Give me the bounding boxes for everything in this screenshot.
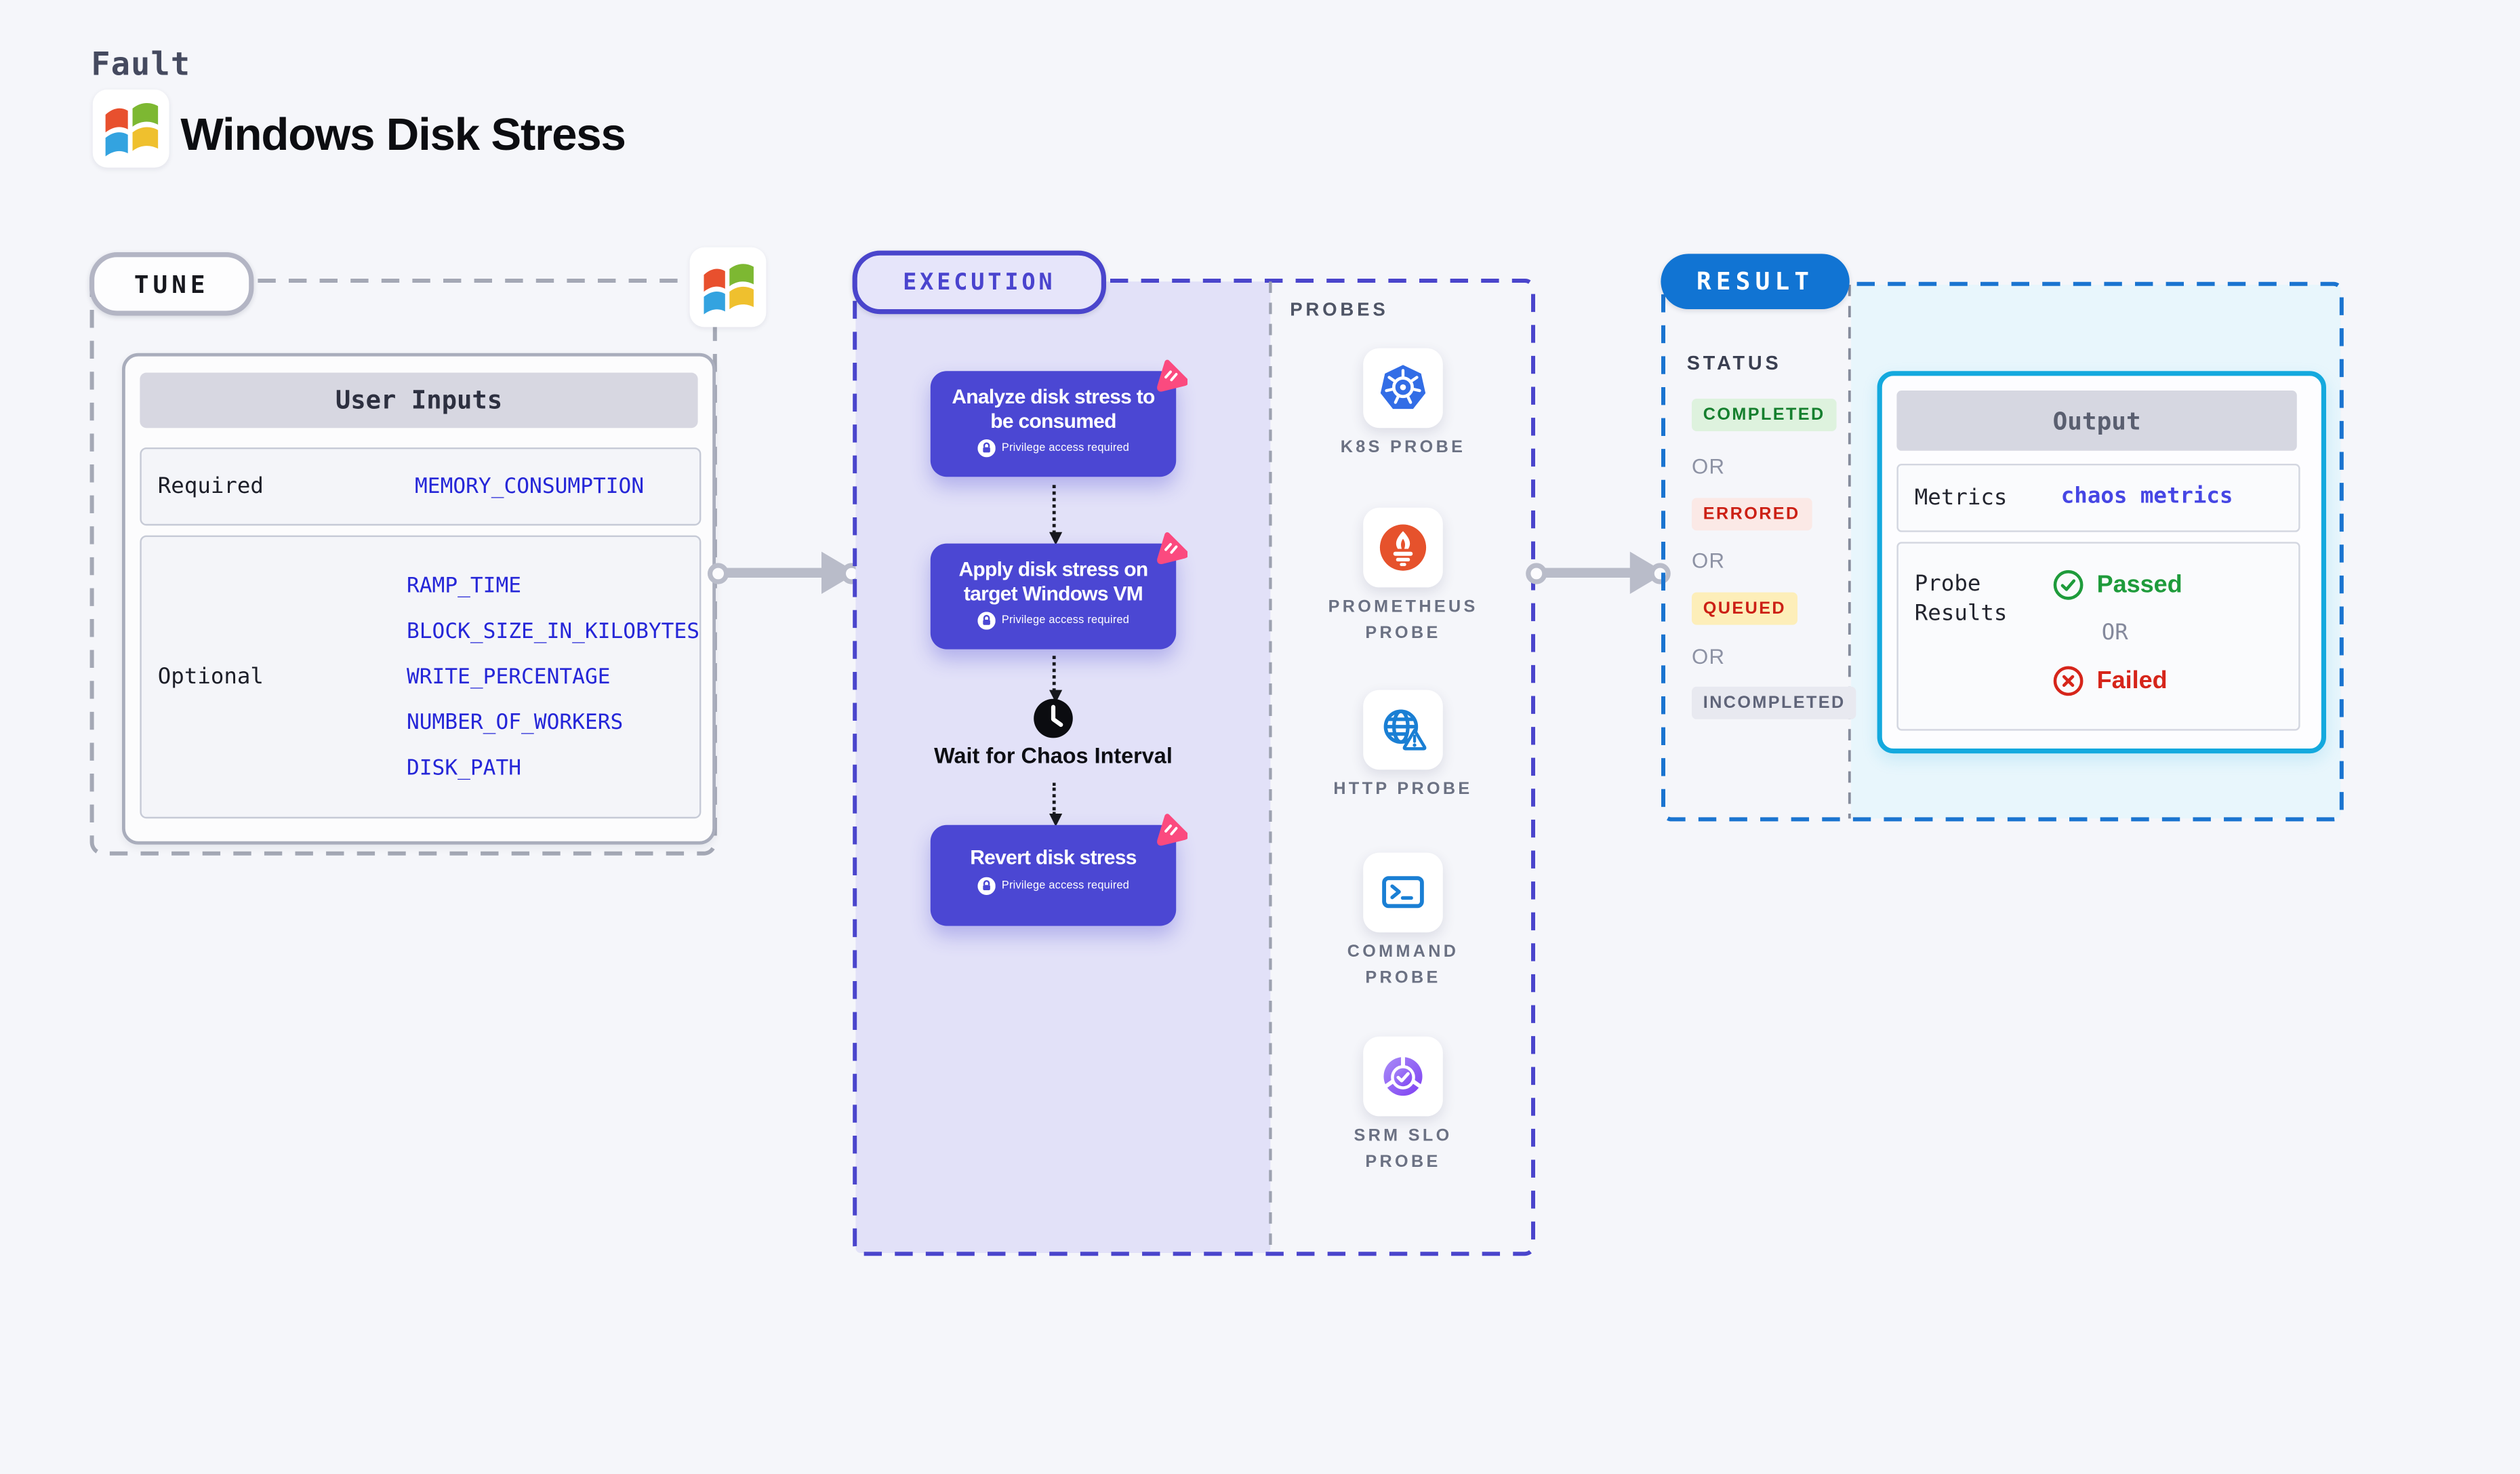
output-title: Output — [2052, 405, 2141, 435]
flow-arrow-down-icon — [1048, 656, 1062, 703]
chaos-icon — [1154, 812, 1187, 854]
result-badge: RESULT — [1661, 254, 1850, 310]
execution-to-result-arrow-icon — [1526, 551, 1671, 595]
probe-label: HTTP PROBE — [1333, 779, 1473, 799]
arrow-start-dot — [708, 562, 729, 584]
probe-http — [1363, 690, 1442, 770]
privilege-note: Privilege access required — [931, 876, 1176, 894]
step-title: Revert disk stress — [970, 846, 1137, 869]
srm-slo-icon — [1383, 1055, 1423, 1096]
status-or: OR — [1692, 644, 1726, 669]
status-or: OR — [1692, 454, 1726, 479]
step-wait-for-chaos-interval: Wait for Chaos Interval — [934, 743, 1173, 768]
command-terminal-icon — [1381, 875, 1424, 908]
required-label: Required — [157, 473, 264, 500]
probes-title: PROBES — [1290, 301, 1389, 321]
privilege-note: Privilege access required — [931, 612, 1176, 630]
page-title: Windows Disk Stress — [180, 108, 626, 160]
kubernetes-icon — [1380, 364, 1425, 409]
required-values: MEMORY_CONSUMPTION — [415, 449, 699, 523]
step-analyze-disk-stress: Analyze disk stress to be consumed Privi… — [930, 371, 1176, 477]
probe-label: SRM SLO PROBE — [1354, 1126, 1452, 1171]
user-inputs-table: User Inputs Required MEMORY_CONSUMPTION … — [122, 353, 716, 845]
input-variable: DISK_PATH — [406, 755, 522, 780]
optional-label: Optional — [157, 664, 264, 690]
probe-label: PROMETHEUS PROBE — [1328, 597, 1478, 642]
failed-label: Failed — [2096, 667, 2168, 695]
probe-label: K8S PROBE — [1340, 437, 1466, 458]
tune-badge-label: TUNE — [134, 269, 209, 299]
probe-k8s — [1363, 348, 1442, 428]
tune-badge: TUNE — [89, 252, 254, 316]
privilege-note: Privilege access required — [931, 439, 1176, 458]
privilege-note-text: Privilege access required — [1001, 879, 1130, 891]
input-variable: WRITE_PERCENTAGE — [406, 664, 611, 690]
input-variable: RAMP_TIME — [406, 574, 522, 599]
status-or: OR — [1692, 548, 1726, 573]
chaos-icon — [1154, 358, 1187, 400]
table-row-optional: Optional RAMP_TIME BLOCK_SIZE_IN_KILOBYT… — [140, 535, 702, 819]
privilege-note-text: Privilege access required — [1001, 442, 1130, 454]
probe-results-values: Passed OR Failed — [2053, 570, 2182, 696]
lock-icon — [977, 439, 996, 458]
flow-arrow-down-icon — [1048, 485, 1062, 546]
probe-label: COMMAND PROBE — [1347, 942, 1459, 987]
result-badge-label: RESULT — [1696, 266, 1814, 296]
check-circle-icon — [2053, 570, 2084, 600]
input-variable: BLOCK_SIZE_IN_KILOBYTES — [406, 619, 699, 644]
lock-icon — [977, 876, 996, 894]
prometheus-icon — [1379, 524, 1426, 571]
metrics-value: chaos metrics — [2060, 483, 2233, 510]
table-row-required: Required MEMORY_CONSUMPTION — [140, 447, 702, 526]
status-badge-queued: QUEUED — [1692, 592, 1797, 625]
user-inputs-header: User Inputs — [140, 372, 698, 429]
arrow-shaft — [1535, 567, 1658, 578]
step-apply-disk-stress: Apply disk stress on target Windows VM P… — [930, 544, 1176, 650]
status-badge-incompleted: INCOMPLETED — [1692, 686, 1857, 719]
probe-results-label: Probe Results — [1914, 571, 2008, 627]
fault-kicker: Fault — [91, 45, 191, 83]
metrics-label: Metrics — [1914, 485, 2008, 511]
status-title: STATUS — [1686, 351, 1782, 374]
step-title: Apply disk stress on target Windows VM — [958, 558, 1148, 605]
execution-badge-label: EXECUTION — [903, 269, 1056, 296]
input-variable: MEMORY_CONSUMPTION — [415, 474, 645, 499]
probe-results-row: Probe Results Passed OR Failed — [1896, 542, 2300, 731]
passed-result: Passed — [2053, 570, 2182, 601]
privilege-note-text: Privilege access required — [1001, 615, 1130, 627]
execution-badge: EXECUTION — [852, 250, 1107, 315]
step-revert-disk-stress: Revert disk stress Privilege access requ… — [930, 825, 1176, 926]
probe-prometheus — [1363, 507, 1442, 587]
windows-logo-icon — [689, 247, 767, 327]
failed-result: Failed — [2053, 666, 2182, 697]
output-header: Output — [1896, 391, 2297, 451]
probe-command — [1363, 852, 1442, 932]
passed-label: Passed — [2096, 571, 2182, 599]
optional-values: RAMP_TIME BLOCK_SIZE_IN_KILOBYTES WRITE_… — [407, 537, 699, 817]
status-badge-completed: COMPLETED — [1692, 399, 1837, 431]
output-or: OR — [2101, 620, 2128, 646]
arrow-shaft — [717, 567, 849, 578]
step-title: Analyze disk stress to be consumed — [952, 385, 1155, 433]
flow-arrow-down-icon — [1048, 782, 1062, 827]
chaos-icon — [1154, 530, 1187, 572]
output-box: Output Metrics chaos metrics Probe Resul… — [1877, 371, 2327, 754]
lock-icon — [977, 612, 996, 630]
input-variable: NUMBER_OF_WORKERS — [406, 710, 624, 735]
arrow-start-dot — [1526, 562, 1547, 584]
http-globe-icon — [1383, 709, 1426, 751]
windows-logo-icon — [92, 89, 169, 168]
clock-icon — [1033, 698, 1074, 739]
tune-to-execution-arrow-icon — [708, 551, 862, 595]
metrics-row: Metrics chaos metrics — [1896, 464, 2300, 532]
probe-srm-slo — [1363, 1036, 1442, 1116]
user-inputs-title: User Inputs — [335, 385, 503, 415]
x-circle-icon — [2053, 666, 2084, 696]
status-badge-errored: ERRORED — [1692, 498, 1812, 531]
